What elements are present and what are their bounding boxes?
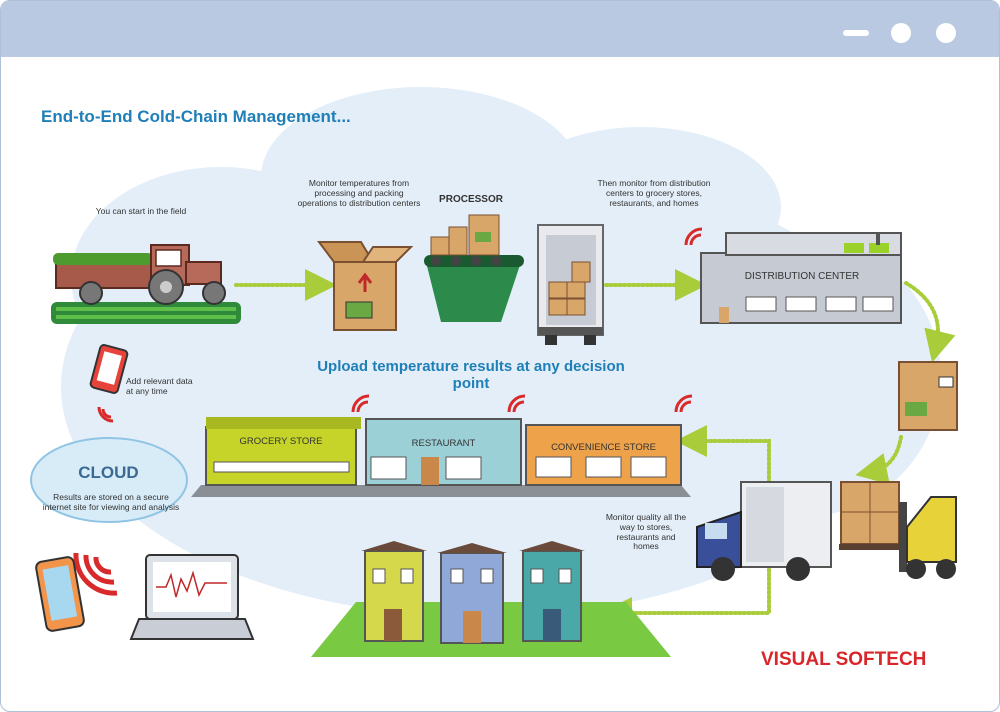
- diagram-title: End-to-End Cold-Chain Management...: [41, 107, 351, 126]
- diagram-illustration: [30, 87, 958, 657]
- packing-box-illustration: [317, 241, 414, 331]
- tablet-icon: [35, 556, 85, 632]
- close-icon[interactable]: [936, 23, 956, 43]
- cloud-label: CLOUD: [78, 463, 139, 482]
- cloud-icon: [30, 437, 188, 523]
- monitor-quality-caption: Monitor quality all the way to stores, r…: [605, 512, 687, 552]
- grocery-store-label: GROCERY STORE: [239, 436, 323, 447]
- loading-truck-illustration: [537, 224, 604, 345]
- minimize-icon[interactable]: [843, 30, 869, 36]
- maximize-icon[interactable]: [891, 23, 911, 43]
- distribution-center-illustration: [700, 232, 902, 324]
- laptop-icon: [129, 554, 255, 640]
- add-data-caption: Add relevant data at any time: [126, 376, 193, 396]
- distribution-center-label: DISTRIBUTION CENTER: [744, 271, 860, 282]
- phone-icon: [89, 344, 129, 423]
- field-caption: You can start in the field: [95, 206, 187, 216]
- processor-conveyor-illustration: [424, 214, 524, 322]
- houses-illustration: [311, 541, 671, 657]
- shipping-box-illustration: [898, 361, 958, 431]
- tractor-field-illustration: [51, 244, 241, 324]
- cloud-description: Results are stored on a secure internet …: [42, 492, 180, 512]
- signal-icons: [351, 227, 703, 413]
- brand-name: VISUAL SOFTECH: [761, 649, 927, 670]
- upload-caption: Upload temperature results at any decisi…: [317, 358, 625, 392]
- delivery-truck-illustration: [696, 481, 832, 581]
- restaurant-label: RESTAURANT: [411, 438, 476, 449]
- title-bar: [1, 1, 999, 57]
- distribution-caption: Then monitor from distribution centers t…: [597, 178, 711, 208]
- processing-caption: Monitor temperatures from processing and…: [297, 178, 421, 208]
- signal-waves-icon: [73, 552, 118, 596]
- cold-chain-diagram: End-to-End Cold-Chain Management... You …: [1, 57, 999, 711]
- flow-arrows: [234, 269, 956, 629]
- forklift-illustration: [839, 481, 957, 579]
- convenience-store-label: CONVENIENCE STORE: [551, 442, 656, 453]
- processor-label: PROCESSOR: [439, 194, 503, 205]
- store-row-illustration: [191, 417, 691, 497]
